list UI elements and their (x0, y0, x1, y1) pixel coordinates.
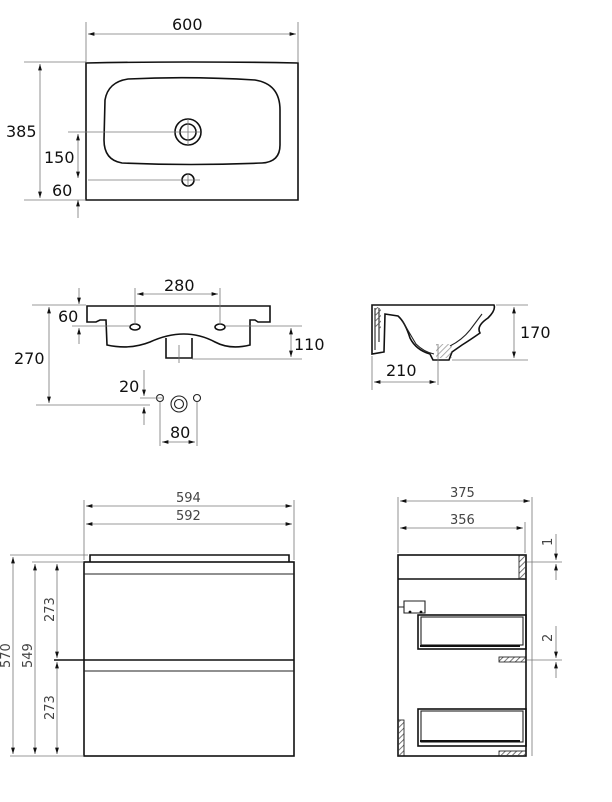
basin-side-section (371, 304, 496, 361)
basin-top-edge (89, 554, 290, 562)
gap-mid-label: 2 (541, 634, 556, 642)
tap-spacing-label: 280 (164, 276, 195, 295)
fixing-hole-right-icon (192, 393, 202, 403)
hole-offset-label: 20 (119, 377, 139, 396)
side-section-view: 170 210 (371, 304, 551, 390)
lower-drawer-height-label: 273 (43, 695, 58, 720)
depth-label: 385 (6, 122, 37, 141)
cabinet-side-view: 375 356 1 2 (397, 486, 562, 757)
cabinet-front-view: 594 592 570 549 273 273 (0, 491, 295, 757)
total-height-label: 570 (0, 643, 14, 668)
outer-depth-label: 375 (450, 486, 475, 501)
drain-offset-label: 150 (44, 148, 75, 167)
basin-front-outline (86, 305, 271, 348)
gap-top-label: 1 (541, 538, 556, 546)
cabinet-side-body (397, 554, 527, 757)
total-height-label: 270 (14, 349, 45, 368)
bowl-outline (103, 76, 281, 166)
cabinet-body (83, 561, 295, 757)
inner-width-label: 592 (176, 509, 201, 524)
top-view: 600 385 150 60 (6, 15, 299, 218)
lower-drawer-box (417, 708, 527, 747)
bowl-depth-label: 170 (520, 323, 551, 342)
basin-outline (85, 61, 299, 201)
drain-distance-label: 210 (386, 361, 417, 380)
body-height-label: 549 (21, 643, 36, 668)
inner-depth-label: 356 (450, 513, 475, 528)
hinge-fitting-icon (398, 600, 426, 614)
front-section-view: 280 60 270 110 20 80 (14, 276, 325, 446)
rim-height-label: 60 (58, 307, 78, 326)
waste-outlet-icon (170, 395, 188, 413)
tap-hole-offset-label: 60 (52, 181, 72, 200)
outer-width-label: 594 (176, 491, 201, 506)
width-label: 600 (172, 15, 203, 34)
upper-drawer-box (417, 614, 527, 650)
upper-drawer-height-label: 273 (43, 597, 58, 622)
drain-height-label: 110 (294, 335, 325, 354)
fixing-spacing-label: 80 (170, 423, 190, 442)
